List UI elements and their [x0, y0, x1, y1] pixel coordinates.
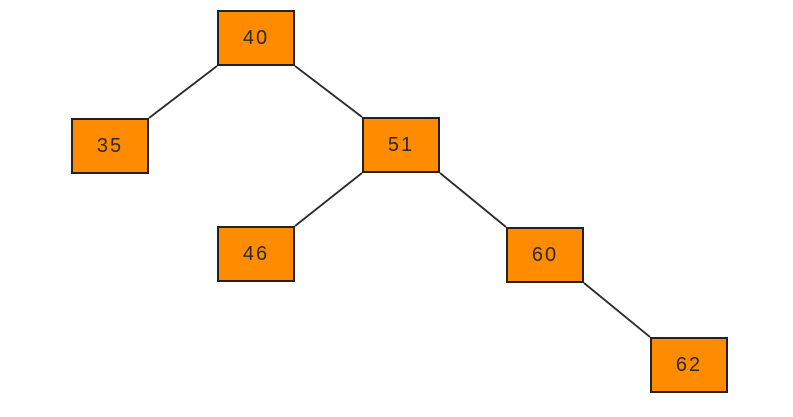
tree-node-label: 46	[242, 242, 270, 265]
tree-node-label: 40	[242, 26, 270, 49]
tree-node-51: 51	[362, 117, 440, 173]
tree-edge-40-51	[294, 65, 363, 118]
tree-edge-51-46	[294, 172, 363, 227]
tree-node-60: 60	[506, 227, 584, 283]
tree-node-label: 35	[96, 134, 124, 157]
tree-node-40: 40	[217, 10, 295, 66]
tree-edge-60-62	[583, 282, 651, 338]
tree-node-62: 62	[650, 337, 728, 393]
tree-node-46: 46	[217, 226, 295, 282]
tree-node-label: 62	[675, 353, 703, 376]
tree-node-35: 35	[71, 118, 149, 174]
tree-node-label: 51	[387, 133, 415, 156]
tree-node-label: 60	[531, 243, 559, 266]
tree-edge-40-35	[148, 65, 218, 119]
tree-edge-51-60	[439, 172, 507, 228]
